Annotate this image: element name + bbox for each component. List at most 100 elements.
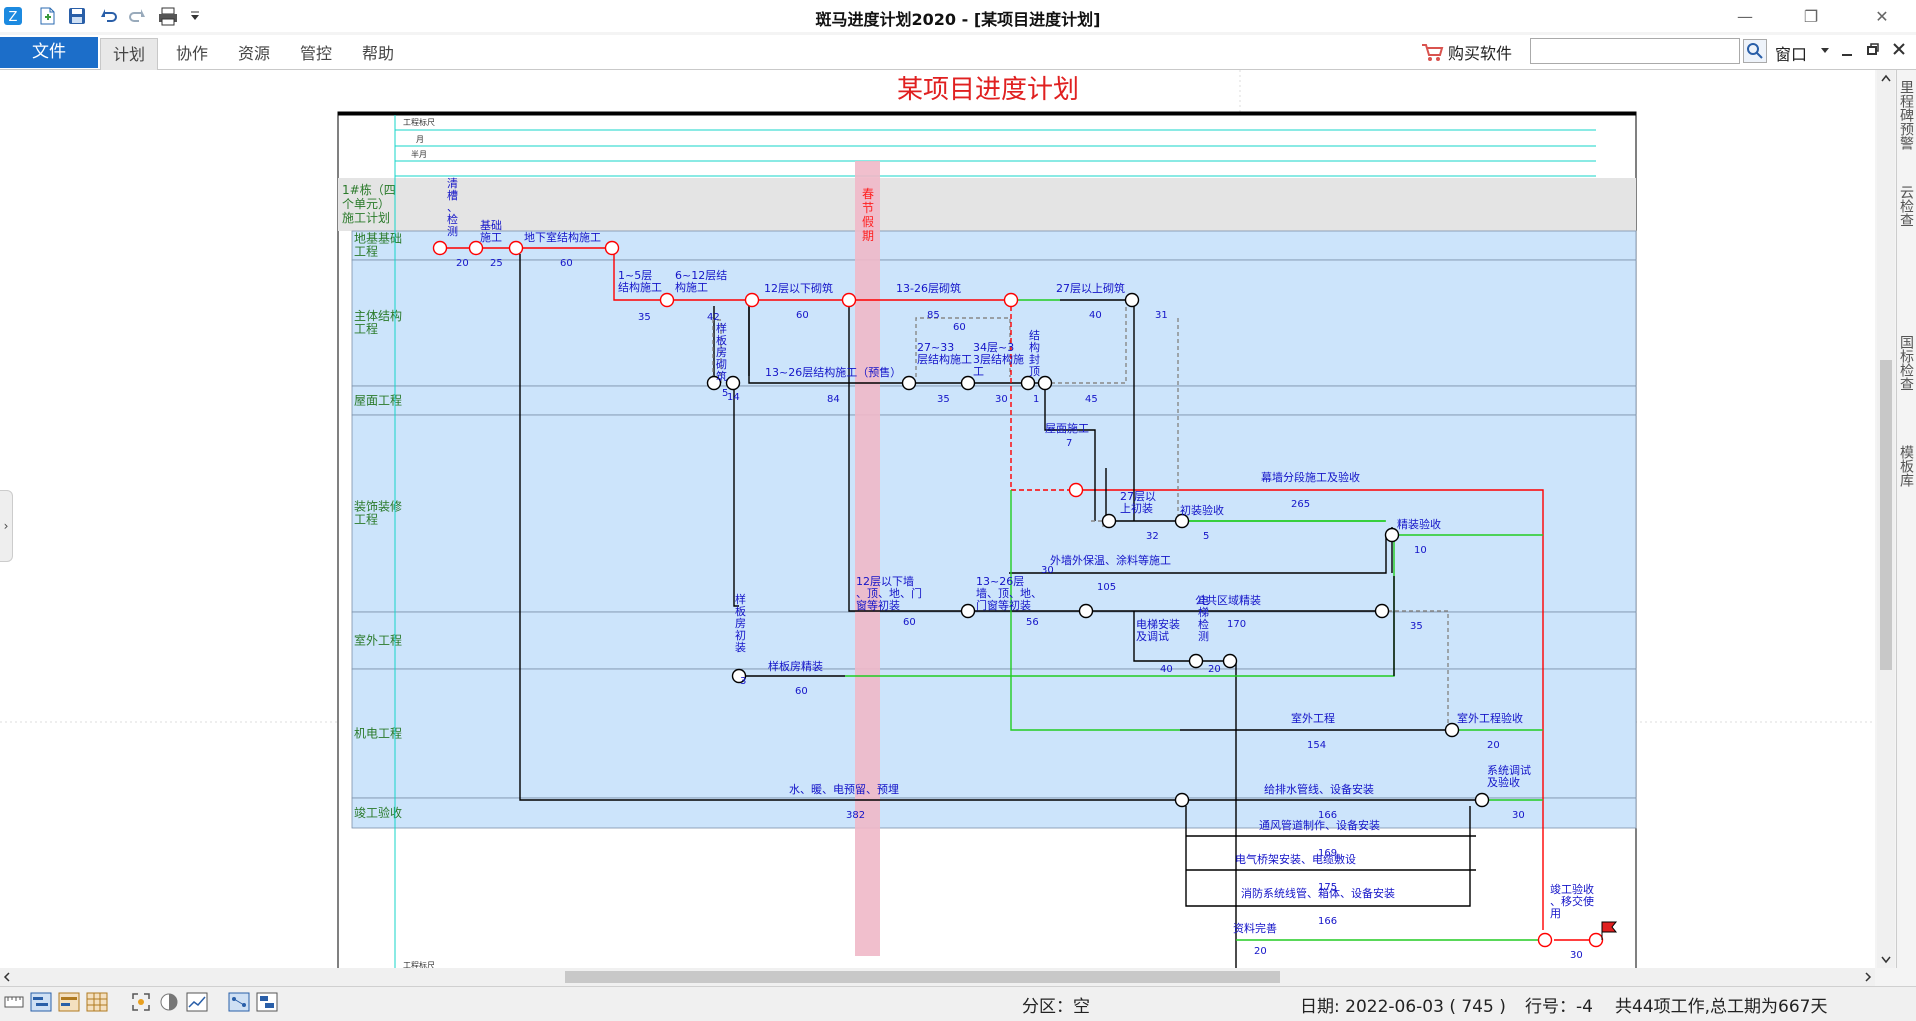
activity-duration-a12: 30 (995, 394, 1008, 405)
trend-icon[interactable] (186, 991, 208, 1013)
lane-6 (351, 797, 1637, 829)
node-28 (1537, 932, 1553, 948)
layout-mode-icon[interactable] (256, 991, 278, 1013)
activity-duration-a7: 85 (927, 310, 940, 321)
node-13 (1020, 375, 1036, 391)
network-mode-icon[interactable] (228, 991, 250, 1013)
grid-view-icon[interactable] (86, 991, 108, 1013)
node-23 (1222, 653, 1238, 669)
node-22 (1188, 653, 1204, 669)
activity-duration-a19: 105 (1097, 582, 1116, 593)
activity-label-a5: 6~12层结构施工 (675, 269, 727, 294)
redo-icon[interactable] (126, 5, 148, 27)
lane-4 (351, 611, 1637, 670)
mdi-restore-icon[interactable] (1866, 42, 1880, 59)
lane-label-1: 主体结构工程 (354, 308, 402, 336)
mdi-close-icon[interactable] (1892, 42, 1906, 59)
activity-label-a26: 电梯检测 (1198, 594, 1209, 643)
holiday-band (855, 161, 880, 956)
activity-label-a8: 27层以上砌筑 (1056, 281, 1125, 295)
activity-duration-a29: 382 (846, 810, 865, 821)
lane-label-2: 屋面工程 (354, 393, 402, 408)
mdi-minimize-icon[interactable] (1840, 44, 1854, 61)
horizontal-scroll-thumb[interactable] (565, 971, 1280, 983)
undo-icon[interactable] (98, 5, 120, 27)
activity-duration-a34: 30 (1512, 810, 1525, 821)
activity-duration-a23: 3 (740, 676, 746, 687)
activity-label-a9: 样板房砌筑 (716, 321, 727, 383)
node-18 (1384, 527, 1400, 543)
misc-number-5: 35 (1410, 621, 1423, 632)
activity-label-a15: 幕墙分段施工及验收 (1261, 470, 1360, 484)
left-panel-expand-button[interactable]: › (0, 490, 13, 562)
network-canvas[interactable]: 某项目进度计划 工程标尺 月 半月 1#栋（四个单元）施工计划 地基基础工程主体… (0, 70, 1875, 968)
scroll-down-icon[interactable] (1880, 954, 1892, 968)
tab-control[interactable]: 管控 (300, 44, 333, 63)
buy-software-label: 购买软件 (1448, 44, 1513, 63)
tab-resources[interactable]: 资源 (238, 44, 271, 63)
chart-title: 某项目进度计划 (897, 75, 1079, 105)
activity-label-a29: 水、暖、电预留、预埋 (789, 783, 899, 796)
activity-label-a36: 竣工验收、移交使用 (1550, 882, 1594, 920)
activity-duration-a26: 20 (1208, 664, 1221, 675)
window-menu[interactable]: 窗口 (1775, 45, 1808, 64)
tab-milestone-warning[interactable]: 里程碑预警 (1898, 80, 1914, 150)
search-input[interactable] (1530, 38, 1740, 64)
activity-label-a6: 12层以下砌筑 (764, 281, 833, 295)
ruler-view-icon[interactable] (3, 991, 25, 1013)
tab-collaborate[interactable]: 协作 (176, 44, 209, 63)
scroll-left-icon[interactable] (2, 971, 12, 986)
activity-duration-a13: 1 (1033, 394, 1039, 405)
node-10 (725, 375, 741, 391)
node-14 (1037, 375, 1053, 391)
lane-label-6: 竣工验收 (354, 805, 402, 820)
contrast-icon[interactable] (158, 991, 180, 1013)
minimize-button[interactable]: — (1737, 6, 1753, 26)
activity-duration-a33: 166 (1318, 916, 1337, 927)
fit-view-icon[interactable] (130, 991, 152, 1013)
tab-file[interactable]: 文件 (0, 37, 98, 68)
window-menu-dropdown-icon[interactable] (1820, 44, 1830, 58)
buy-software-button[interactable]: 购买软件 (1420, 39, 1540, 65)
new-icon[interactable] (36, 5, 58, 27)
activity-label-a32: 电气桥架安装、电缆敷设 (1235, 852, 1356, 866)
tab-cloud-check[interactable]: 云检查 (1898, 185, 1914, 227)
app-icon[interactable]: Z (2, 5, 24, 27)
activity-label-a25: 电梯安装及调试 (1136, 617, 1180, 643)
activity-label-a30: 给排水管线、设备安装 (1264, 782, 1374, 796)
activity-duration-a18: 10 (1414, 545, 1427, 556)
cart-icon (1420, 41, 1444, 63)
tab-plan[interactable]: 计划 (100, 38, 159, 70)
activity-label-a3: 地下室结构施工 (524, 230, 601, 244)
activity-label-a21: 13~26层墙、顶、地、门窗等初装 (976, 575, 1042, 612)
save-icon[interactable] (66, 5, 88, 27)
activity-duration-a20: 60 (903, 617, 916, 628)
activity-label-a17: 初装验收 (1180, 503, 1224, 517)
svg-text:Z: Z (9, 10, 18, 25)
network-diagram[interactable]: 某项目进度计划 工程标尺 月 半月 1#栋（四个单元）施工计划 地基基础工程主体… (0, 70, 1875, 968)
misc-number-3: 60 (953, 322, 966, 333)
activity-duration-a25: 40 (1160, 664, 1173, 675)
view-mode-2-icon[interactable] (58, 991, 80, 1013)
scroll-right-icon[interactable] (1863, 971, 1873, 986)
node-26 (1174, 792, 1190, 808)
tab-template-library[interactable]: 模板库 (1898, 445, 1914, 487)
tab-help[interactable]: 帮助 (362, 44, 395, 63)
activity-duration-a36: 30 (1570, 950, 1583, 961)
restore-button[interactable]: ❐ (1803, 6, 1819, 26)
vertical-scroll-thumb[interactable] (1880, 360, 1892, 670)
activity-duration-a10: 84 (827, 394, 840, 405)
holiday-label: 春节假期 (862, 187, 874, 243)
search-button[interactable] (1743, 39, 1767, 63)
activity-label-a27: 室外工程 (1291, 711, 1335, 725)
activity-label-a35: 资料完善 (1233, 921, 1277, 935)
activity-duration-a17: 5 (1203, 531, 1209, 542)
close-button[interactable]: ✕ (1875, 6, 1889, 26)
scroll-up-icon[interactable] (1880, 72, 1892, 86)
print-icon[interactable] (157, 5, 179, 27)
lane-0 (351, 230, 1637, 261)
customize-dropdown-icon[interactable] (188, 5, 202, 27)
tab-gb-check[interactable]: 国标检查 (1898, 335, 1914, 391)
view-mode-1-icon[interactable] (30, 991, 52, 1013)
